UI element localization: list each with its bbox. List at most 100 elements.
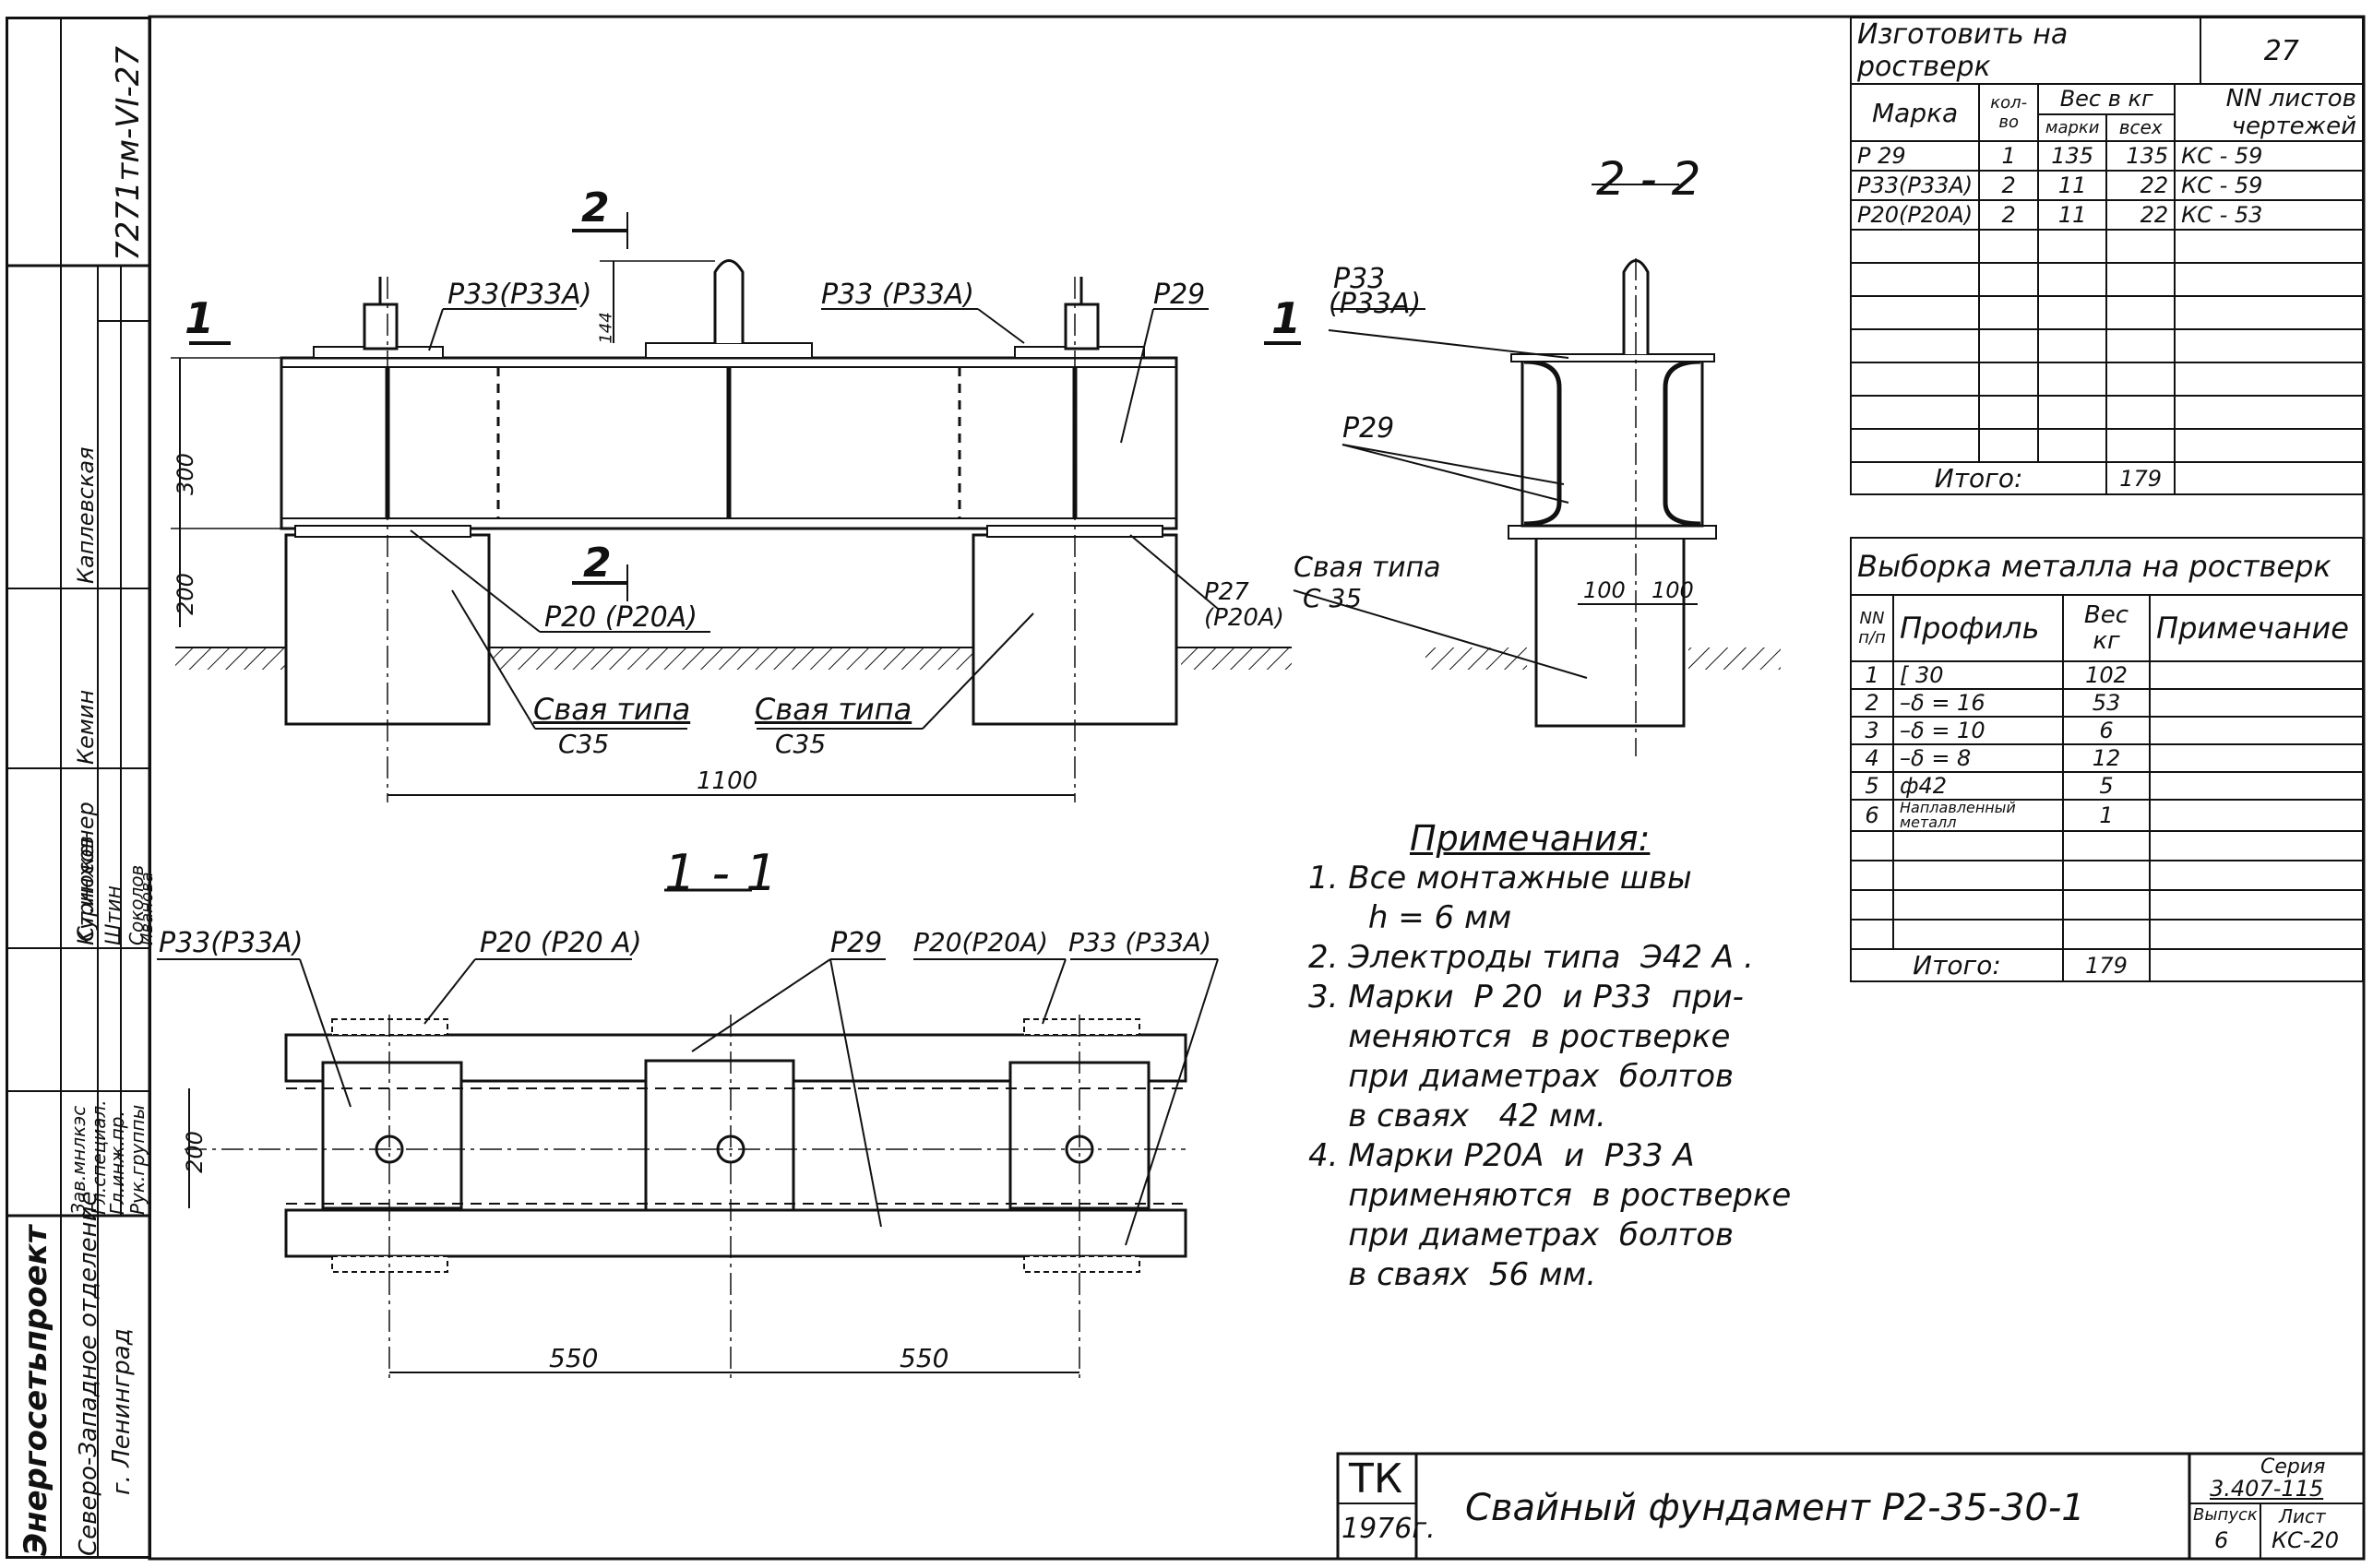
metal-cell-w: 102 <box>2062 660 2151 690</box>
metal-cell-no: 4 <box>1850 743 1894 773</box>
metal-h-no: NN п/п <box>1850 594 1894 662</box>
note-line: при диаметрах болтов <box>1308 1217 1735 1253</box>
title-block-series-label: Серия <box>2260 1455 2326 1479</box>
ground-hatch-left <box>175 647 286 670</box>
dim-144: 144 <box>596 312 616 344</box>
plan-label-p33-right: Р33 (Р33А) <box>1068 927 1211 957</box>
metal-h-weight: Вес кг <box>2062 594 2151 662</box>
metal-cell-no: 3 <box>1850 716 1894 745</box>
order-cell-w1: 135 <box>2037 140 2108 172</box>
section-1-1-title: 1 - 1 <box>664 844 778 902</box>
metal-cell-no: 1 <box>1850 660 1894 690</box>
note-line: 2. Электроды типа Э42 А . <box>1308 939 1754 976</box>
order-cell-qty: 2 <box>1978 199 2040 231</box>
order-total-value: 179 <box>2105 461 2176 495</box>
name-kaplevskaya: Каплевская <box>73 446 99 584</box>
order-cell-wall: 135 <box>2105 140 2176 172</box>
side-stamp: 7271тм-VI-27 Ст.инженер Зав.мнлкэс Гл.сп… <box>6 17 157 1559</box>
metal-total-label: Итого: <box>1850 948 2064 982</box>
org-city: г. Ленинград <box>108 1328 136 1495</box>
metal-h-profile: Профиль <box>1892 594 2064 662</box>
section-mark-2-bottom: 2 <box>583 540 612 587</box>
order-cell-sheet: КС - 59 <box>2174 170 2364 201</box>
order-h-weight-one: марки <box>2037 113 2108 143</box>
s22-label-p29: Р29 <box>1342 412 1395 445</box>
s22-label-pile: Свая типа <box>1294 552 1441 584</box>
note-line: 1. Все монтажные швы <box>1308 860 1692 897</box>
metal-cell-w: 6 <box>2062 716 2151 745</box>
note-line: в сваях 56 мм. <box>1308 1256 1597 1293</box>
section-mark-2-top: 2 <box>581 184 610 232</box>
section-2-2 <box>1293 184 1781 756</box>
order-cell-mark: Р20(Р20А) <box>1849 199 1981 231</box>
dim-1100: 1100 <box>697 767 758 795</box>
name-kemin: Кемин <box>73 689 99 765</box>
label-pile-mid: Свая типа <box>755 692 912 727</box>
order-cell-sheet: КС - 53 <box>2174 199 2364 231</box>
order-h-mark: Марка <box>1849 83 1981 142</box>
metal-cell-profile: Наплавленный металл <box>1892 799 2064 832</box>
front-view <box>171 212 1301 802</box>
order-cell-wall: 22 <box>2105 199 2176 231</box>
metal-cell-note <box>2149 743 2364 773</box>
label-pile-left: Свая типа <box>533 692 691 727</box>
order-h-weight-all: всех <box>2105 113 2176 143</box>
section-2-2-title: 2 - 2 <box>1596 152 1701 206</box>
org-department: Северо-Западное отделение <box>75 1191 102 1556</box>
dim-550-right: 550 <box>900 1343 949 1373</box>
label-pile-mid-type: С35 <box>775 729 827 759</box>
section-1-1 <box>157 888 1219 1384</box>
section-pile <box>1534 535 1686 728</box>
dim-100-right: 100 <box>1652 577 1694 603</box>
order-cell-w1: 11 <box>2037 170 2108 201</box>
title-block-year: 1976г. <box>1342 1513 1436 1545</box>
label-p33-mid: Р33 (Р33А) <box>821 279 974 311</box>
label-pile-left-type: С35 <box>558 729 610 759</box>
metal-cell-profile: –δ = 8 <box>1892 743 2064 773</box>
note-line: 3. Марки Р 20 и Р33 при- <box>1308 979 1744 1016</box>
note-line: меняются в ростверке <box>1308 1018 1731 1055</box>
note-line: применяются в ростверке <box>1308 1177 1792 1214</box>
name-kurnosov: Курносов <box>73 836 99 945</box>
metal-cell-profile: ф42 <box>1892 771 2064 801</box>
role-group-head: Рук.группы <box>126 1104 149 1215</box>
order-table-title: Изготовить на ростверк <box>1850 17 2201 85</box>
order-cell-sheet: КС - 59 <box>2174 140 2364 172</box>
s22-label-p33: Р33 <box>1333 263 1386 295</box>
label-p29-front: Р29 <box>1153 279 1206 311</box>
order-h-sheets: NN листов чертежей <box>2174 83 2364 142</box>
metal-total-value: 179 <box>2062 948 2151 982</box>
note-line: h = 6 мм <box>1308 899 1512 936</box>
note-line: 4. Марки Р20А и Р33 А <box>1308 1137 1695 1174</box>
order-cell-qty: 2 <box>1978 170 2040 201</box>
note-line: при диаметрах болтов <box>1308 1058 1735 1095</box>
order-h-weight: Вес в кг <box>2037 83 2176 115</box>
title-block-title: Свайный фундамент Р2-35-30-1 <box>1465 1487 2085 1529</box>
metal-cell-no: 6 <box>1850 799 1894 832</box>
metal-cell-note <box>2149 688 2364 718</box>
plan-label-p33-left: Р33(Р33А) <box>159 927 304 959</box>
metal-table: Выборка металла на ростверк NN п/п Профи… <box>1850 537 2364 982</box>
plan-dim-200: 200 <box>181 1131 208 1173</box>
metal-h-note: Примечание <box>2149 594 2364 662</box>
metal-cell-note <box>2149 771 2364 801</box>
label-p20-right: Р27 (Р20А) <box>1204 578 1284 632</box>
ground-hatch-mid <box>494 647 973 670</box>
title-block-org: ТК <box>1349 1455 1403 1503</box>
order-h-qty: кол-во <box>1978 83 2040 142</box>
metal-cell-note <box>2149 799 2364 832</box>
metal-table-title: Выборка металла на ростверк <box>1850 537 2364 596</box>
order-cell-w1: 11 <box>2037 199 2108 231</box>
title-block-series: 3.407-115 <box>2210 1476 2324 1502</box>
